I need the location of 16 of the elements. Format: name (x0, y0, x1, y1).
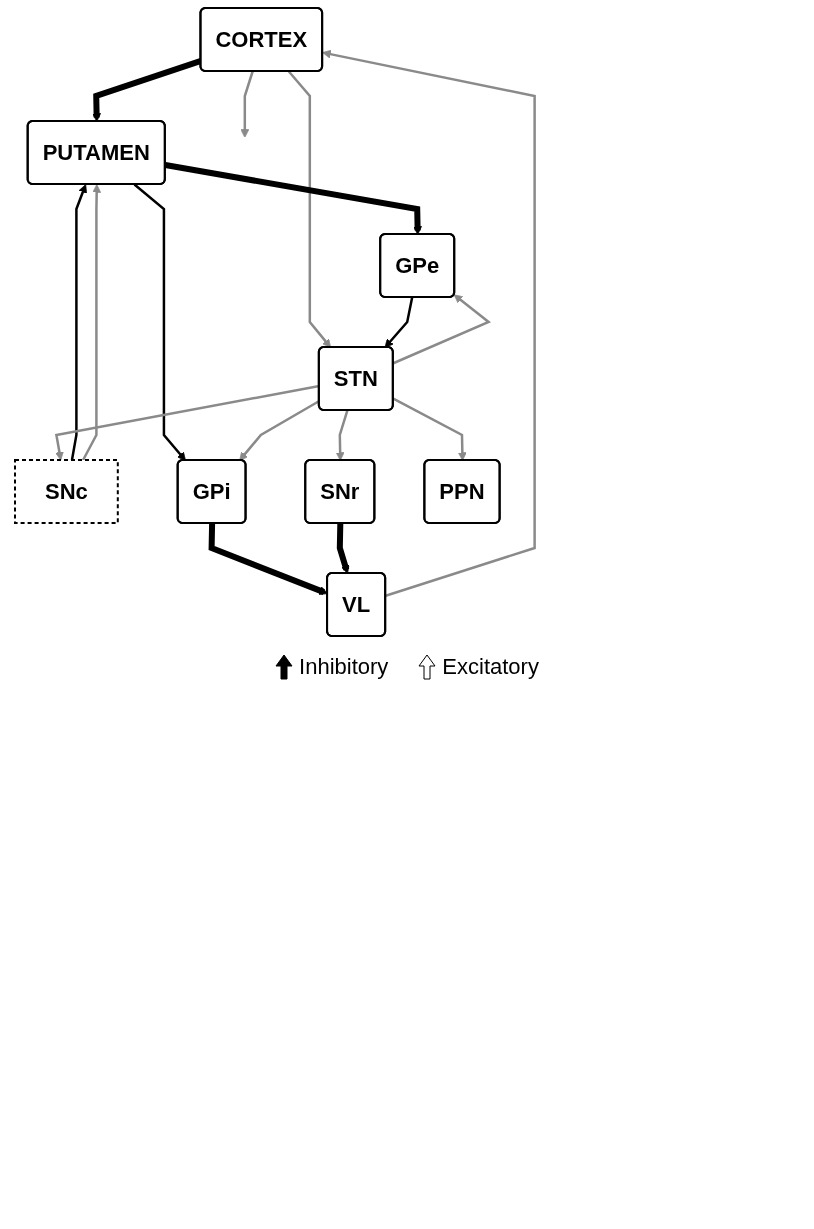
arrow (164, 162, 422, 235)
arrow (287, 70, 332, 348)
arrow (384, 297, 414, 348)
arrow (392, 397, 467, 461)
arrow (336, 523, 350, 574)
arrow (82, 184, 102, 461)
legend-label: Inhibitory (299, 654, 389, 680)
legend-label: Excitatory (442, 654, 539, 680)
arrow (133, 183, 186, 461)
arrow (208, 523, 328, 595)
arrow (240, 71, 254, 138)
arrow (322, 49, 536, 597)
arrow (70, 184, 87, 461)
arrow (392, 294, 492, 365)
node-box: SNc (14, 459, 119, 524)
arrow (335, 410, 349, 461)
